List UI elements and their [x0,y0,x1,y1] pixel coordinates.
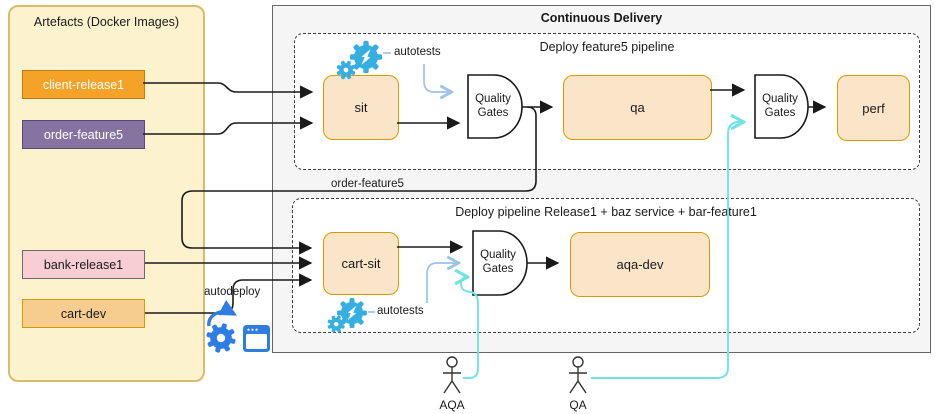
artefact-label: bank-release1 [43,257,124,272]
stage-label: aqa-dev [616,257,664,272]
stage-cart-sit: cart-sit [323,232,399,295]
actor-qa-label: QA [569,398,587,412]
stage-label: sit [354,100,368,115]
artefact-order-feature5: order-feature5 [22,120,145,149]
application-window-icon [243,325,270,352]
quality-gate-3-label: Quality Gates [480,249,516,275]
autotests2-label: autotests [377,305,424,317]
stage-perf: perf [837,75,910,141]
stage-qa: qa [563,75,712,140]
pipeline1-title: Deploy feature5 pipeline [539,40,675,54]
autodeploy-gear-refresh-icon [206,300,237,353]
stage-label: perf [862,100,885,116]
order-feature5-flow-label: order-feature5 [331,178,404,190]
continuous-delivery-title: Continuous Delivery [540,11,663,25]
actor-qa-figure [569,356,587,394]
stage-label: cart-sit [341,256,381,271]
actor-aqa-figure [443,356,461,394]
autotests1-label: autotests [394,46,441,58]
artefact-client-release1: client-release1 [22,70,145,99]
quality-gate-2-label: Quality Gates [762,92,798,119]
stage-label: qa [630,100,645,115]
artefacts-panel-title: Artefacts (Docker Images) [33,15,180,29]
artefact-bank-release1: bank-release1 [22,250,145,279]
artefact-label: order-feature5 [43,127,124,142]
artefact-label: client-release1 [42,77,125,92]
stage-aqa-dev: aqa-dev [570,232,710,297]
stage-sit: sit [323,75,399,140]
artefact-label: cart-dev [60,306,107,321]
autodeploy-label: autodeploy [204,286,261,298]
artefact-cart-dev: cart-dev [22,299,145,328]
quality-gate-1-label: Quality Gates [475,92,511,119]
pipeline2-title: Deploy pipeline Release1 + baz service +… [455,205,757,219]
actor-aqa-label: AQA [439,398,465,412]
